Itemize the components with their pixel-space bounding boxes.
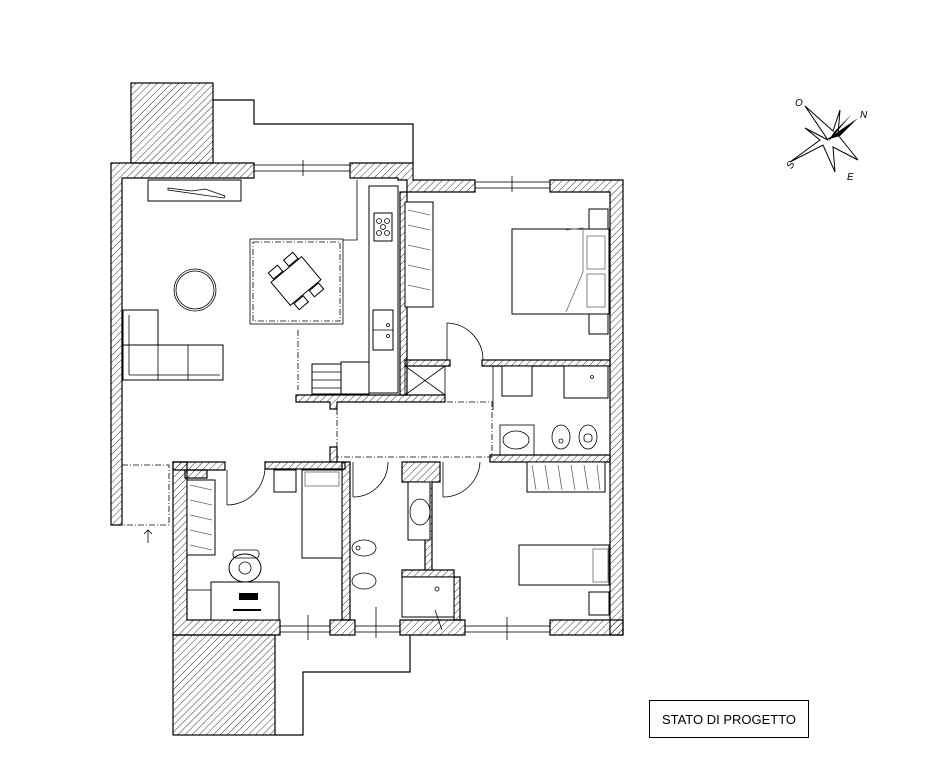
wardrobe-second-bedroom — [526, 461, 606, 493]
round-coffee-table — [173, 268, 217, 312]
balcony-outline-bottom — [275, 635, 411, 736]
service-shaft — [404, 365, 446, 396]
single-bed-second-bedroom — [518, 544, 610, 616]
double-bed — [511, 208, 610, 335]
door-study — [226, 465, 266, 506]
drawing-title-box: STATO DI PROGETTO — [649, 700, 809, 738]
wardrobe-study — [186, 479, 216, 556]
compass-south: S — [785, 159, 798, 171]
stove-icon — [373, 212, 393, 242]
adjacent-structure-bottom — [172, 634, 276, 736]
drawing-title: STATO DI PROGETTO — [661, 711, 797, 727]
sofa — [122, 309, 224, 381]
door-second-bedroom — [442, 461, 481, 498]
adjacent-structure-top — [130, 82, 214, 164]
windows — [253, 160, 551, 640]
door-master-bedroom — [446, 322, 484, 361]
desk-with-chair — [186, 549, 280, 621]
entrance-closet — [121, 464, 170, 543]
compass-east: E — [847, 172, 854, 183]
kitchen-counter — [311, 180, 399, 395]
compass-north: N — [860, 110, 868, 121]
dining-table — [249, 238, 344, 325]
single-bed-study — [301, 469, 343, 559]
north-arrow-compass: O N S E — [785, 98, 868, 183]
exterior-walls — [110, 162, 624, 636]
tv-cabinet — [147, 179, 242, 202]
second-bathroom-fixtures — [351, 481, 455, 631]
hallway — [336, 401, 493, 458]
compass-west: O — [795, 98, 803, 109]
nightstand — [273, 469, 297, 493]
door-second-bathroom — [352, 461, 389, 498]
wardrobe-bedroom — [404, 201, 434, 308]
balcony-outline-top — [213, 99, 414, 163]
main-bathroom-fixtures — [492, 365, 609, 456]
